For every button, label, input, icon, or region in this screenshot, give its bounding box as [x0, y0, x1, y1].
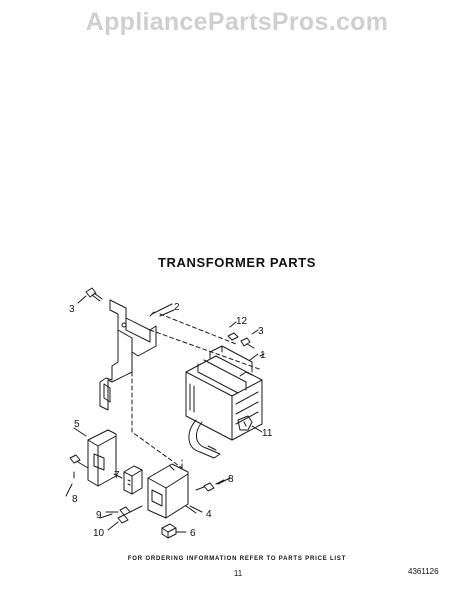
callout-7: 7 [114, 470, 120, 481]
document-number: 4361126 [408, 567, 439, 576]
callout-3-left: 3 [69, 304, 75, 315]
part-1-transformer [185, 345, 265, 459]
part-11-clip [237, 415, 263, 433]
ordering-info-note: FOR ORDERING INFORMATION REFER TO PARTS … [127, 556, 347, 562]
site-watermark: AppliancePartsPros.com [85, 8, 389, 36]
part-8-screw-left [69, 454, 89, 479]
callout-12: 12 [236, 316, 248, 327]
part-3-screw-top-right [240, 329, 259, 349]
part-9-screw [105, 505, 143, 516]
callout-10: 10 [93, 528, 105, 539]
part-5-bracket-cover [73, 427, 117, 487]
assembly-dashed-lines [131, 313, 263, 469]
part-12-washer [227, 321, 239, 341]
callout-6: 6 [190, 528, 196, 539]
diagram-title: TRANSFORMER PARTS [157, 255, 316, 270]
callout-3-right: 3 [258, 326, 264, 337]
callout-9: 9 [96, 510, 102, 521]
callout-4: 4 [206, 509, 212, 520]
callout-1: 1 [260, 350, 266, 361]
callout-2: 2 [174, 302, 180, 313]
part-3-screw-top-left [77, 287, 103, 304]
callout-arrows [65, 309, 259, 533]
part-7-fuse-block [113, 465, 143, 495]
callout-8-left: 8 [72, 494, 78, 505]
part-2-mounting-bracket [99, 299, 173, 411]
part-10-screw [107, 514, 129, 531]
part-4-housing-box [147, 463, 203, 519]
callout-8-right: 8 [228, 474, 234, 485]
part-8-screw-right [195, 479, 225, 492]
callout-5: 5 [74, 419, 80, 430]
callout-11: 11 [262, 428, 273, 439]
page-number: 11 [233, 569, 243, 578]
part-6-nut [161, 523, 185, 539]
